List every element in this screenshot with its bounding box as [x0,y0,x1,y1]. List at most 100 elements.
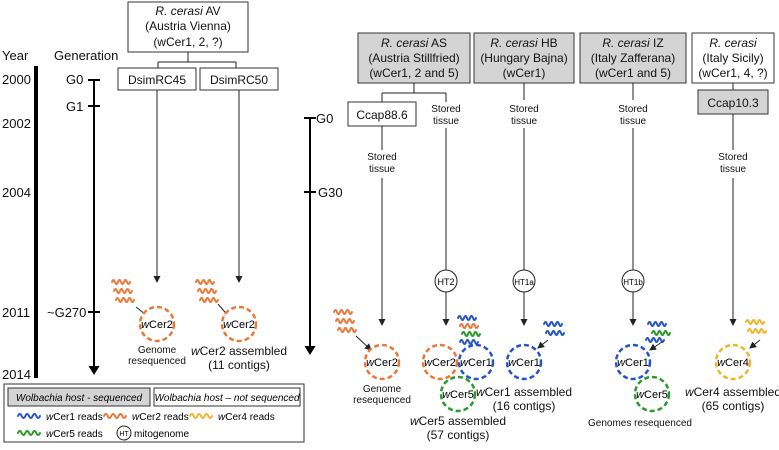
caption: wCer5 assembled [410,414,506,428]
wcer2-read [333,309,353,315]
line-dsimrc50: DsimRC50 [199,67,279,91]
svg-text:HT: HT [119,431,129,438]
year-label: 2000 [2,72,31,87]
year-label: 2002 [2,116,31,131]
svg-text:R. cerasi AV: R. cerasi AV [155,4,220,18]
caption: resequenced [353,395,411,406]
generation-header: Generation [54,48,118,63]
genome-wcer2: wCer2 [220,305,258,343]
wcer2-read [199,297,219,303]
population-sicily: R. cerasi (Italy Sicily) (wCer1, 4, ?) [691,32,775,84]
wcer2-read [335,318,355,324]
wcer1-read [545,330,565,336]
caption: (57 contigs) [427,428,490,442]
legend-wcer5-reads: wCer5 reads [46,429,103,440]
svg-text:wCer5: wCer5 [442,389,474,401]
svg-text:wCer1: wCer1 [460,357,492,369]
wcer5-read [461,331,481,337]
caption: Genome [363,384,402,395]
caption: Genome [138,345,177,356]
generation-label: G1 [66,99,83,114]
legend-wcer2-reads: wCer2 reads [132,412,189,423]
svg-text:R. cerasi AS: R. cerasi AS [381,36,447,50]
year-header: Year [2,48,29,63]
wcer2-read [195,279,215,285]
svg-text:(Hungary Bajna): (Hungary Bajna) [480,51,567,65]
svg-text:(Italy Zafferana): (Italy Zafferana) [591,51,675,65]
stored-tissue-label: tissue [720,164,747,175]
caption: (16 contigs) [493,399,556,413]
population-as: R. cerasi AS (Austria Stillfried) (wCer1… [357,32,471,84]
generation-label: G30 [318,185,343,200]
caption: wCer1 assembled [476,385,572,399]
legend-wcer5-wave [17,430,41,436]
line-ccap10-3: Ccap10.3 [697,89,769,115]
line-ccap88-6: Ccap88.6 [347,101,417,127]
generation-axis-arrowhead [88,365,100,375]
stored-tissue-label: tissue [511,116,538,127]
svg-text:wCer1: wCer1 [508,357,540,369]
legend: Wolbachia host - sequenced Wolbachia hos… [3,383,305,443]
svg-text:wCer2: wCer2 [424,357,456,369]
caption: (11 contigs) [208,358,270,372]
svg-text:(Austria Stillfried): (Austria Stillfried) [368,51,459,65]
stored-tissue-label: Stored [367,152,396,163]
legend-wcer2-wave [103,413,127,419]
svg-text:wCer2: wCer2 [223,319,255,331]
population-hb: R. cerasi HB (Hungary Bajna) (wCer1) [473,32,575,84]
wcer5-read [651,330,671,336]
wcer1-read [457,315,477,321]
genome-wcer5: wCer5 [439,375,477,413]
sequencing-reads [111,279,767,345]
svg-text:(wCer1 and 5): (wCer1 and 5) [595,66,671,80]
legend-wcer1-wave [17,413,41,419]
svg-text:(Austria Vienna): (Austria Vienna) [145,19,231,33]
svg-text:HT1b: HT1b [623,278,643,287]
stored-tissue-label: tissue [369,164,396,175]
stored-tissue-label: tissue [620,116,647,127]
legend-mitogenome-symbol [116,425,132,441]
svg-text:Wolbachia host – not sequenced: Wolbachia host – not sequenced [154,393,300,404]
wcer1-read [647,321,667,327]
year-label: 2014 [2,367,31,382]
svg-text:(Italy Sicily): (Italy Sicily) [702,51,763,65]
wcer2-read [337,327,357,333]
genome-wcer5: wCer5 [633,375,671,413]
genome-wcer4: wCer4 [714,343,752,381]
wcer1-read [543,321,563,327]
svg-text:wCer2: wCer2 [141,319,173,331]
svg-text:wCer5: wCer5 [636,389,668,401]
legend-wcer4-reads: wCer4 reads [218,412,275,423]
legend-wcer1-reads: wCer1 reads [46,412,103,423]
stored-tissue-label: Stored [618,104,647,115]
mitogenome-ht1b: HT1b [621,269,645,293]
svg-text:DsimRC50: DsimRC50 [210,73,268,87]
wcer4-read [747,328,767,334]
svg-text:wCer1: wCer1 [617,357,649,369]
genome-wcer1: wCer1 [505,343,543,381]
population-av: R. cerasi AV (Austria Vienna) (wCer1, 2,… [127,1,249,53]
svg-text:R. cerasi IZ: R. cerasi IZ [602,36,663,50]
svg-text:DsimRC45: DsimRC45 [128,73,186,87]
year-label: 2011 [2,305,30,320]
wcer2-read [111,279,131,285]
svg-text:(wCer1, 2, ?): (wCer1, 2, ?) [153,35,222,49]
stored-tissue-label: Stored [718,152,747,163]
legend-host-not-sequenced [153,387,301,407]
line-dsimrc45: DsimRC45 [117,67,197,91]
genome-wcer2: wCer2 [363,343,401,381]
wcer2-read [113,288,133,294]
mitogenome-ht1a: HT1a [512,269,536,293]
svg-text:Ccap88.6: Ccap88.6 [356,108,408,122]
genome-wcer2: wCer2 [138,305,176,343]
caption: Genomes resequenced [588,418,692,429]
stored-tissue-label: Stored [431,104,460,115]
caption: wCer2 assembled [191,344,287,358]
svg-text:R. cerasi: R. cerasi [709,36,757,50]
stored-tissue-label: tissue [433,116,460,127]
wcer4-read [745,319,765,325]
generation-label: G0 [316,111,333,126]
legend-mitogenome: mitogenome [134,429,189,440]
wcer1-read [645,337,665,343]
